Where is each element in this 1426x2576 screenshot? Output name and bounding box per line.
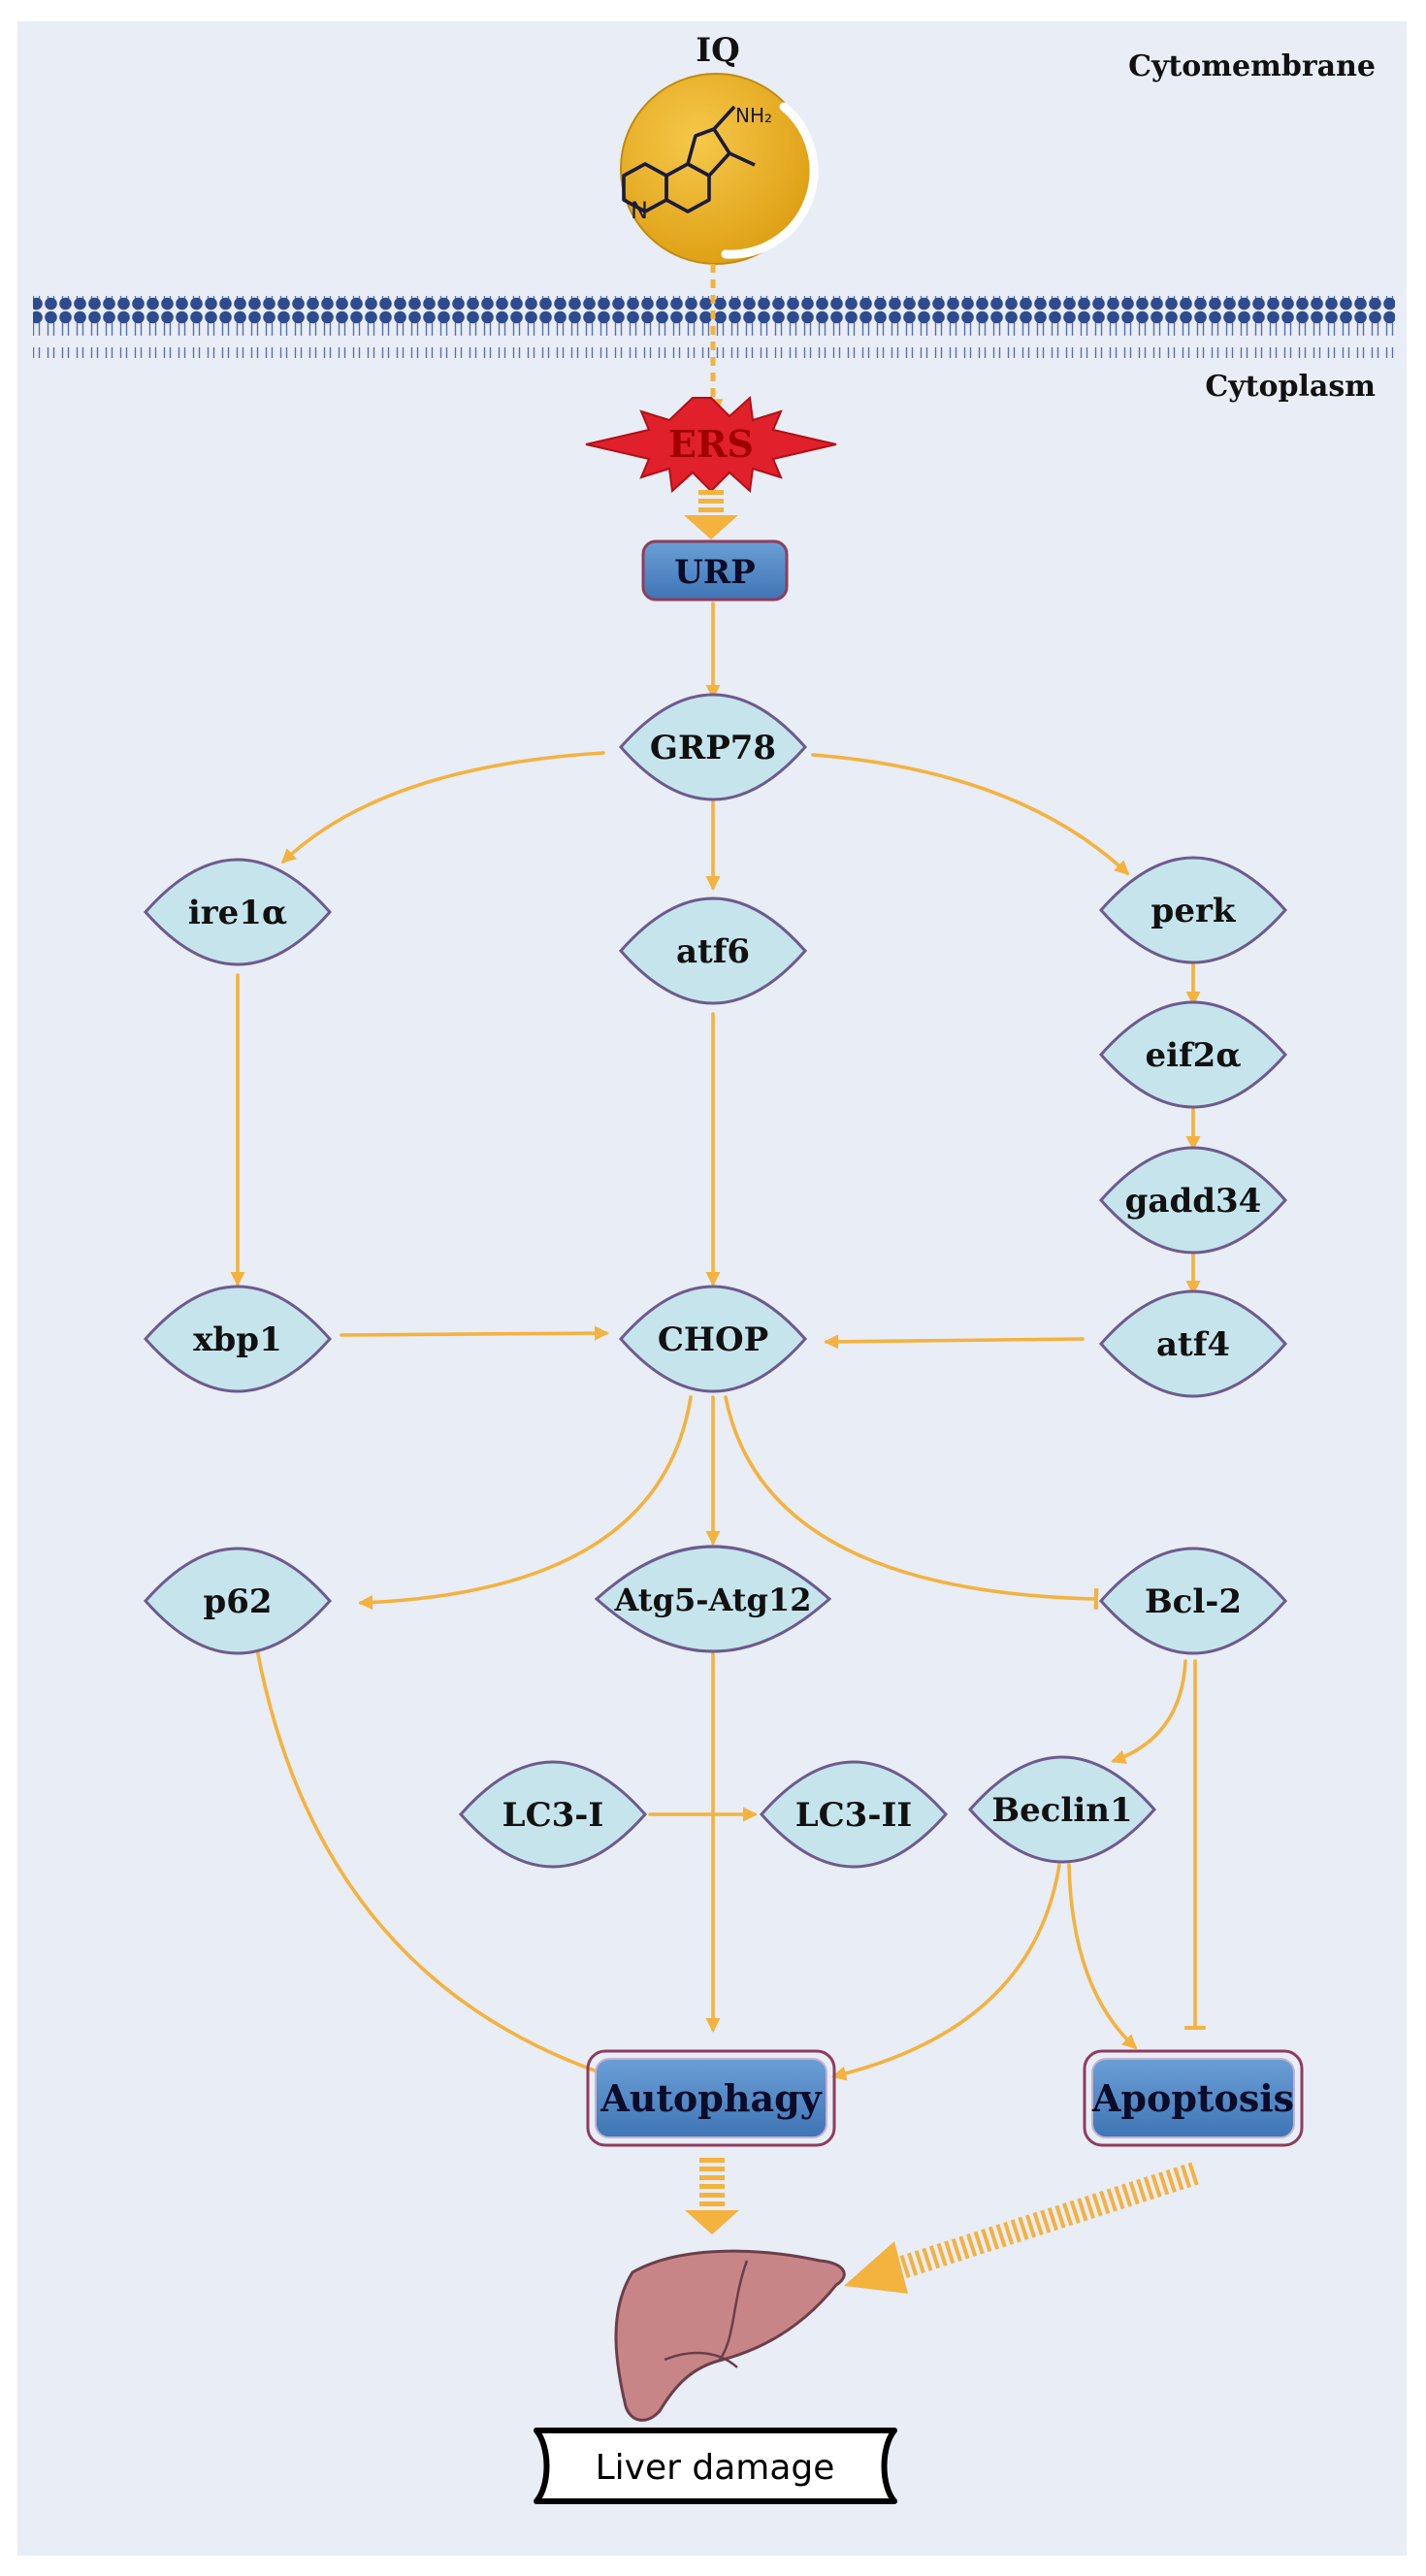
iq-label: IQ <box>696 31 740 70</box>
apoptosis-label: Apoptosis <box>1091 2076 1294 2120</box>
inhibit-chop-bcl2 <box>724 1395 1099 1610</box>
arrow-beclin1-autophagy <box>831 1863 1061 2081</box>
autophagy-to-liver-arrow <box>685 2158 739 2234</box>
node-label: xbp1 <box>193 1321 281 1359</box>
node-p62: p62 <box>144 1547 332 1655</box>
pathway-arrows <box>230 602 1206 2081</box>
node-atf4: atf4 <box>1099 1289 1287 1398</box>
iq-amino-label: NH₂ <box>735 104 772 127</box>
ers-to-urp-arrow <box>684 490 738 539</box>
node-lc3-ii: LC3-II <box>760 1760 948 1869</box>
apoptosis-to-liver-arrow <box>844 2162 1199 2294</box>
autophagy-box <box>586 2049 836 2147</box>
liver-damage-label: Liver damage <box>596 2448 835 2488</box>
node-gadd34: gadd34 <box>1099 1146 1287 1255</box>
autophagy-label: Autophagy <box>600 2076 822 2120</box>
cytoplasm-label: Cytoplasm <box>1205 370 1376 404</box>
node-shape <box>1099 1547 1287 1655</box>
liver-damage-banner: Liver damage <box>534 2428 897 2504</box>
node-label: perk <box>1151 892 1237 930</box>
arrow-xbp1-chop <box>340 1325 610 1341</box>
node-label: LC3-II <box>795 1796 913 1835</box>
signaling-nodes: GRP78 ire1α atf6 perk eif2α gadd34 xbp1 CHOP atf… <box>144 693 1287 1869</box>
node-label: Atg5-Atg12 <box>614 1581 812 1618</box>
node-shape <box>1099 1289 1287 1398</box>
arrow-chop-p62 <box>357 1395 693 1611</box>
node-shape <box>459 1760 647 1869</box>
node-xbp1: xbp1 <box>144 1285 332 1393</box>
node-atf6: atf6 <box>619 897 807 1005</box>
node-shape <box>594 1545 832 1653</box>
arrow-grp78-ire1a <box>280 751 605 864</box>
node-label: GRP78 <box>650 729 776 767</box>
node-shape <box>619 897 807 1005</box>
node-perk: perk <box>1099 856 1287 964</box>
node-shape <box>1099 1000 1287 1109</box>
node-shape <box>760 1760 948 1869</box>
urp-label: URP <box>674 553 755 592</box>
apoptosis-box-inner <box>1091 2058 1295 2138</box>
node-label: p62 <box>203 1582 272 1621</box>
arrow-grp78-perk <box>811 753 1130 876</box>
node-label: Bcl-2 <box>1145 1582 1242 1621</box>
iq-ring-nitrogen: N <box>631 197 648 224</box>
iq-structure-icon <box>622 105 756 213</box>
iq-ball-highlight <box>721 102 819 259</box>
node-label: eif2α <box>1146 1036 1242 1075</box>
node-shape <box>968 1755 1156 1864</box>
node-atg5-atg12: Atg5-Atg12 <box>594 1545 832 1653</box>
node-shape <box>144 1285 332 1393</box>
node-label: atf6 <box>676 932 750 971</box>
node-label: LC3-I <box>502 1796 604 1835</box>
node-label: atf4 <box>1156 1325 1230 1364</box>
node-label: ire1α <box>188 894 287 932</box>
iq-compound: IQ N NH₂ <box>620 31 819 265</box>
arrow-bcl2-beclin1 <box>1111 1659 1187 1765</box>
arrow-p62-autophagy <box>255 1647 614 2080</box>
liver-icon <box>614 2249 846 2422</box>
arrow-beclin1-apoptosis <box>1067 1863 1138 2050</box>
node-shape <box>619 1285 807 1393</box>
node-shape <box>144 1547 332 1655</box>
node-shape <box>1099 856 1287 964</box>
node-eif2a: eif2α <box>1099 1000 1287 1109</box>
node-lc3-i: LC3-I <box>459 1760 647 1869</box>
ers-burst-icon <box>585 395 837 494</box>
node-grp78: GRP78 <box>619 693 807 801</box>
node-shape <box>619 693 807 801</box>
node-bcl2: Bcl-2 <box>1099 1547 1287 1655</box>
autophagy-box-inner <box>595 2058 827 2138</box>
node-shape <box>144 858 332 966</box>
node-shape <box>1099 1146 1287 1255</box>
cytomembrane-label: Cytomembrane <box>1128 49 1376 83</box>
node-label: CHOP <box>658 1321 768 1359</box>
urp-box <box>641 539 789 602</box>
node-label: Beclin1 <box>991 1791 1132 1830</box>
ers-label: ERS <box>668 422 754 466</box>
node-label: gadd34 <box>1125 1182 1262 1221</box>
node-chop: CHOP <box>619 1285 807 1393</box>
node-ire1a: ire1α <box>144 858 332 966</box>
node-beclin1: Beclin1 <box>968 1755 1156 1864</box>
apoptosis-box <box>1083 2049 1304 2147</box>
arrow-atf4-chop <box>823 1334 1085 1350</box>
